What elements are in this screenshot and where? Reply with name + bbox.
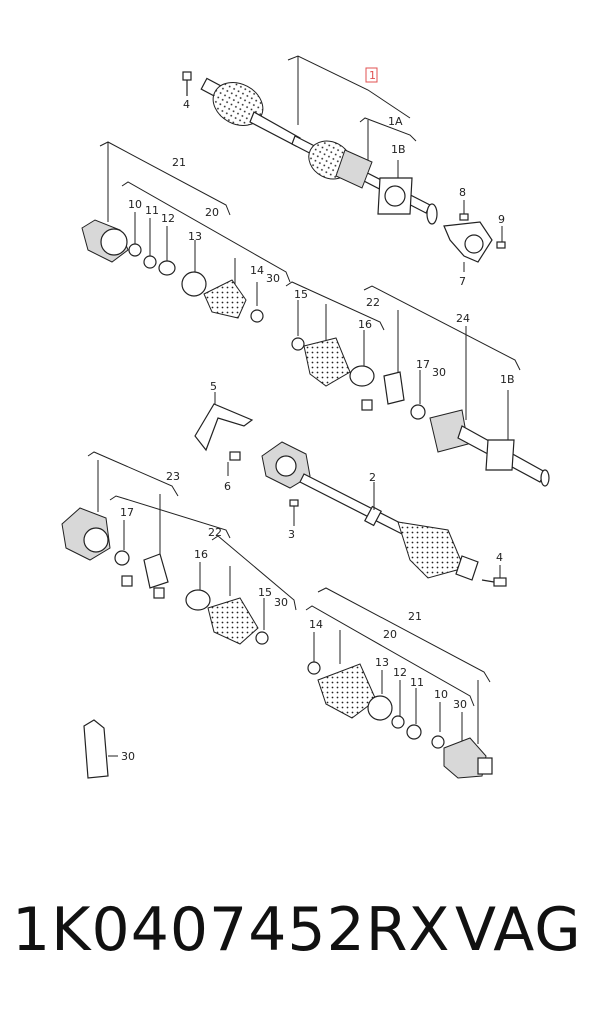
- outer-cv-joint-top: [200, 77, 301, 147]
- bolt-4-top: [182, 71, 192, 96]
- callout-5: 5: [210, 380, 217, 393]
- callout-1B-top: 1B: [391, 143, 406, 156]
- inner-joint-top: [308, 140, 438, 225]
- callout-24: 24: [456, 312, 470, 325]
- inner-joint-kit-bottom: [61, 451, 297, 645]
- callout-13-bottom: 13: [375, 656, 389, 669]
- callout-30-d: 30: [453, 698, 467, 711]
- inner-joint-kit-top: [285, 281, 550, 487]
- callout-17-bottom: 17: [120, 506, 134, 519]
- callout-7: 7: [459, 275, 466, 288]
- callout-16-bottom: 16: [194, 548, 208, 561]
- callout-9: 9: [498, 213, 505, 226]
- heat-shield: [194, 392, 254, 476]
- callout-30-a: 30: [266, 272, 280, 285]
- brand-label: VAG: [455, 895, 582, 965]
- outer-joint-kit-bottom: [305, 587, 493, 779]
- callout-23: 23: [166, 470, 180, 483]
- callout-2: 2: [369, 471, 376, 484]
- callout-labels: 1 1A 1B 4 21 10 11 12 20 13 14 30 8 9 7 …: [120, 67, 515, 763]
- callout-4-bottom: 4: [496, 551, 503, 564]
- callout-13-top: 13: [188, 230, 202, 243]
- callout-30-c: 30: [274, 596, 288, 609]
- drive-shaft-assembly-top: [182, 55, 438, 225]
- callout-8: 8: [459, 186, 466, 199]
- callout-6: 6: [224, 480, 231, 493]
- part-caption: 1K0407452RX VAG: [0, 895, 600, 985]
- callout-11-top: 11: [145, 204, 159, 217]
- callout-12-bottom: 12: [393, 666, 407, 679]
- callout-10-top: 10: [128, 198, 142, 211]
- callout-22-top: 22: [366, 296, 380, 309]
- exploded-parts-diagram: 1 1A 1B 4 21 10 11 12 20 13 14 30 8 9 7 …: [61, 55, 550, 779]
- callout-17-top: 17: [416, 358, 430, 371]
- callout-14-bottom: 14: [309, 618, 323, 631]
- callout-3: 3: [288, 528, 295, 541]
- callout-30-b: 30: [432, 366, 446, 379]
- callout-21-bottom: 21: [408, 610, 422, 623]
- callout-20-bottom: 20: [383, 628, 397, 641]
- callout-11-bottom: 11: [410, 676, 424, 689]
- drive-shaft-assembly-middle: [261, 441, 507, 587]
- callout-1A: 1A: [388, 115, 403, 128]
- part-number: 1K0407452RX: [12, 895, 451, 965]
- callout-16-top: 16: [358, 318, 372, 331]
- callout-22-bottom: 22: [208, 526, 222, 539]
- callout-20-top: 20: [205, 206, 219, 219]
- callout-21-top: 21: [172, 156, 186, 169]
- bearing-bracket: [443, 200, 506, 272]
- callout-1B-mid: 1B: [500, 373, 515, 386]
- callout-30-tube: 30: [121, 750, 135, 763]
- callout-4-top: 4: [183, 98, 190, 111]
- callout-12-top: 12: [161, 212, 175, 225]
- highlight-box: [365, 67, 378, 83]
- callout-1: 1: [369, 69, 376, 82]
- callout-10-bottom: 10: [434, 688, 448, 701]
- grease-tube: [83, 719, 118, 779]
- outer-joint-kit-top: [81, 141, 291, 323]
- callout-14-top: 14: [250, 264, 264, 277]
- callout-15-top: 15: [294, 288, 308, 301]
- callout-15-bottom: 15: [258, 586, 272, 599]
